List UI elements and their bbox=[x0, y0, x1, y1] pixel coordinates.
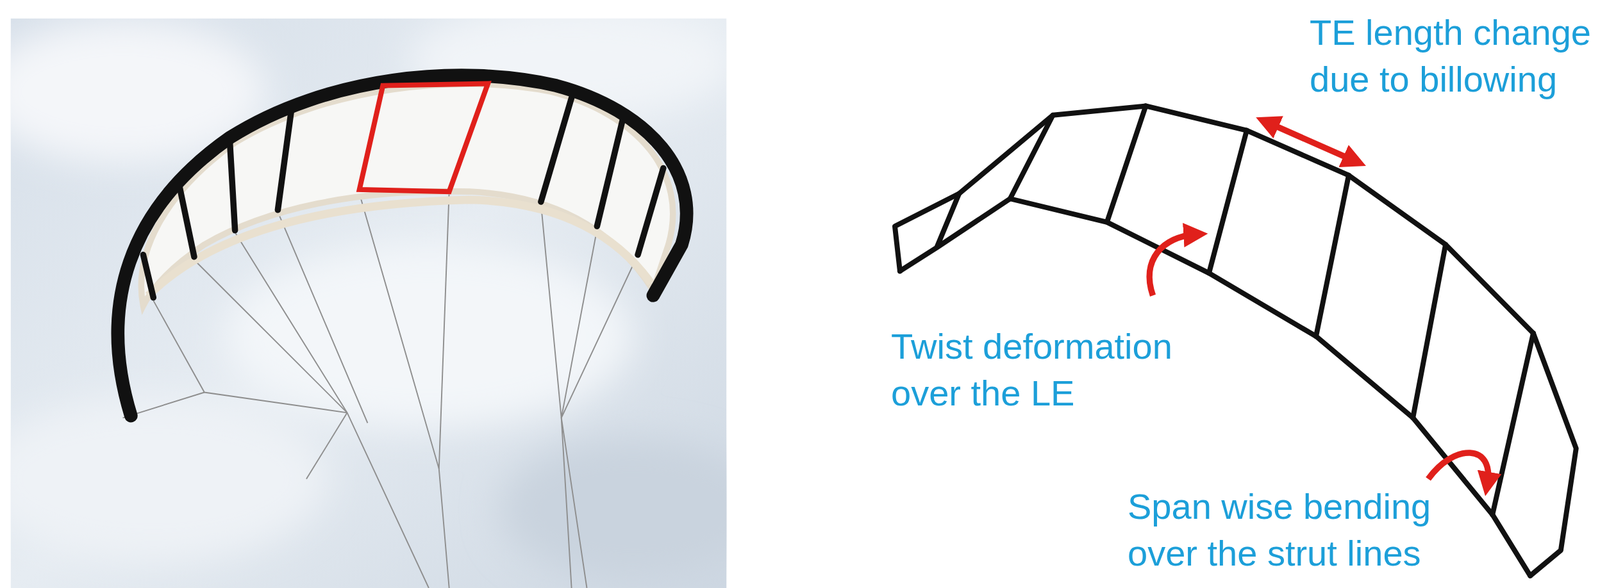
strut-line bbox=[1412, 244, 1446, 418]
annotation-label: Span wise bending over the strut lines bbox=[1127, 483, 1461, 577]
bridle-line bbox=[235, 232, 429, 588]
cloud bbox=[10, 397, 327, 561]
strut-line bbox=[1492, 333, 1534, 515]
strut bbox=[142, 255, 154, 299]
curved-arrow bbox=[1149, 234, 1196, 296]
kite-photo bbox=[10, 18, 727, 588]
bridle-line bbox=[153, 300, 347, 413]
strut bbox=[230, 142, 236, 231]
cloud bbox=[500, 438, 727, 582]
strut bbox=[178, 183, 195, 258]
bridle-line bbox=[561, 229, 598, 418]
bridle-line bbox=[439, 191, 450, 470]
annotation-label: Twist deformation over the LE bbox=[891, 323, 1199, 417]
canopy bbox=[141, 83, 673, 306]
bridle-line bbox=[306, 412, 348, 479]
bridle-line bbox=[277, 212, 368, 424]
annotation-label: TE length change due to billowing bbox=[1309, 8, 1600, 103]
double-arrow bbox=[1267, 122, 1356, 161]
bridle-line bbox=[561, 255, 638, 588]
strut bbox=[541, 98, 572, 202]
clouds bbox=[10, 18, 727, 582]
strut bbox=[596, 120, 623, 227]
curved-arrow bbox=[1428, 453, 1489, 485]
strut bbox=[277, 112, 292, 211]
cloud bbox=[225, 244, 633, 429]
bridle-line bbox=[541, 203, 572, 588]
strut-line bbox=[1316, 175, 1349, 337]
struts bbox=[142, 98, 663, 299]
highlight-panel bbox=[359, 83, 488, 192]
trailing-edge bbox=[148, 200, 651, 297]
deformation-arrows bbox=[1149, 122, 1488, 485]
bridle-line bbox=[359, 193, 450, 588]
bridle-line bbox=[194, 260, 348, 414]
strut-line bbox=[1010, 115, 1054, 199]
strut bbox=[637, 168, 664, 256]
strut-line bbox=[1107, 105, 1146, 222]
strut-line bbox=[1208, 130, 1247, 274]
leading-edge bbox=[117, 75, 687, 417]
